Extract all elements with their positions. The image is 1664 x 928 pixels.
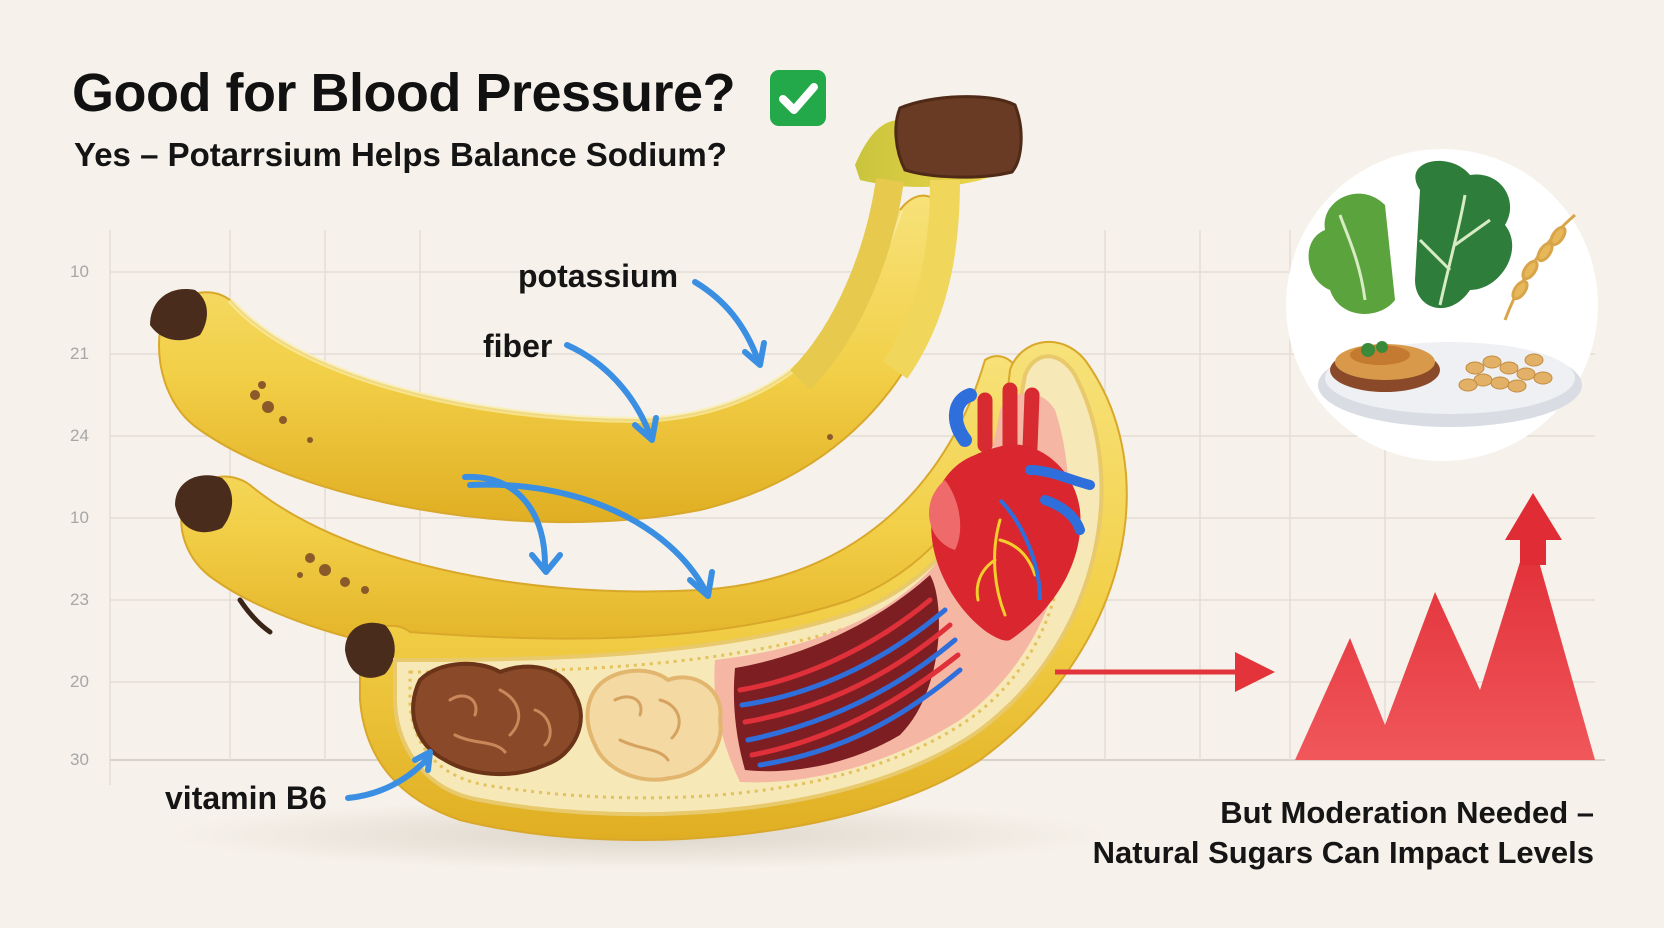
caution-text-line2: Natural Sugars Can Impact Levels	[1092, 835, 1594, 870]
axis-tick: 23	[70, 590, 89, 609]
caution-text-line1: But Moderation Needed –	[1220, 795, 1594, 830]
potassium-label: potassium	[518, 258, 679, 294]
vitamin-b6-label: vitamin B6	[165, 780, 327, 816]
page-subtitle: Yes – Potarrsium Helps Balance Sodium?	[74, 136, 727, 173]
check-icon	[770, 70, 826, 126]
axis-tick: 21	[70, 344, 89, 363]
axis-tick: 20	[70, 672, 89, 691]
banana-cutaway	[345, 341, 1128, 841]
fiber-label: fiber	[483, 328, 553, 364]
curve-arrow-1	[462, 473, 548, 568]
label-arrows	[345, 279, 767, 801]
trend-arrow	[1055, 652, 1275, 692]
axis-tick: 10	[70, 508, 89, 527]
healthy-food-plate	[1286, 149, 1598, 461]
heart-illustration	[928, 382, 1095, 641]
axis-tick: 10	[70, 262, 89, 281]
axis-tick: 24	[70, 426, 89, 445]
rising-peaks	[1295, 493, 1595, 760]
vitamin-b6-arrow	[345, 755, 431, 801]
fiber-arrow	[564, 342, 653, 438]
curve-arrow-2	[467, 481, 708, 593]
page-title: Good for Blood Pressure?	[72, 63, 736, 123]
potassium-arrow	[692, 279, 761, 363]
axis-tick: 30	[70, 750, 89, 769]
banana-stem	[789, 95, 1023, 390]
